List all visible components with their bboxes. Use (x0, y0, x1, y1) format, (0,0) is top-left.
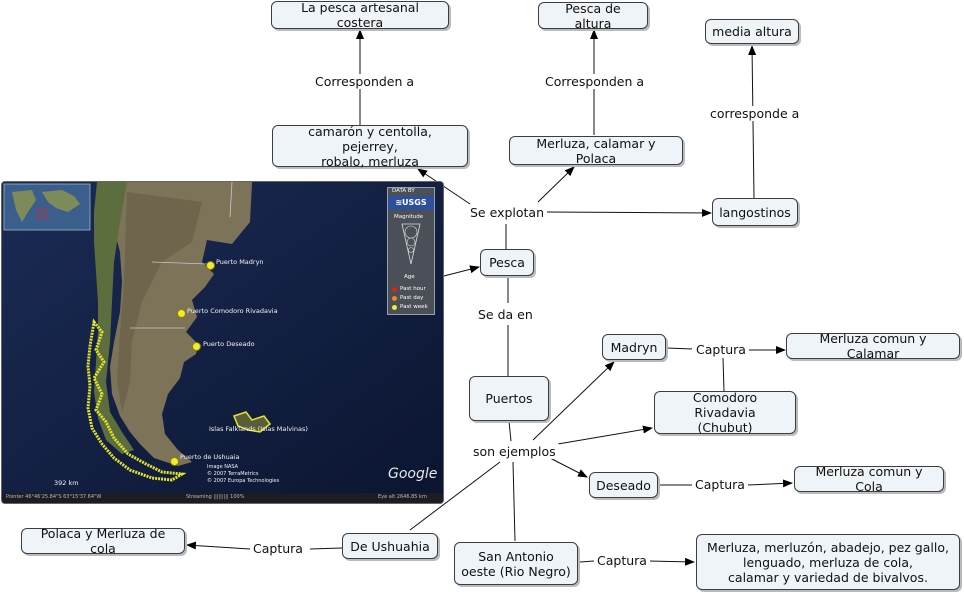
usgs-data-by: DATA BY (392, 188, 415, 194)
pin-ushuaia (170, 457, 179, 466)
node-merluza-comun-cola[interactable]: Merluza comun y Cola (794, 464, 944, 494)
link-son-ejemplos: son ejemplos (470, 444, 559, 459)
map-label-comodoro: Puerto Comodoro Rivadavia (187, 307, 278, 315)
pin-comodoro (177, 309, 186, 318)
edge-madryn-captura (666, 347, 693, 350)
edge-captura-variedad (647, 557, 695, 566)
map-label-madryn: Puerto Madryn (216, 258, 264, 266)
node-polaca-merluza-cola[interactable]: Polaca y Merluza de cola (21, 526, 185, 556)
link-se-da-en: Se da en (475, 307, 536, 322)
node-langostinos[interactable]: langostinos (712, 198, 798, 226)
node-merluza-calamar-polaca[interactable]: Merluza, calamar y Polaca (509, 136, 683, 166)
usgs-logo: ≋USGS (388, 196, 434, 210)
map-label-ushuaia: Puerto de Ushuaia (180, 453, 240, 461)
edge-corresponde (748, 45, 757, 199)
node-puertos[interactable]: Puertos (469, 376, 549, 421)
edge-to-merluza-calamar-polaca (537, 166, 575, 203)
edge-captura-polaca (186, 541, 251, 550)
node-pesca-artesanal[interactable]: La pesca artesanal costera (271, 0, 449, 30)
node-comodoro[interactable]: Comodoro Rivadavia (Chubut) (654, 390, 796, 435)
satellite-map-patagonia: Puerto Madryn Puerto Comodoro Rivadavia … (1, 181, 444, 504)
link-corresponde: corresponde a (707, 106, 803, 121)
pin-deseado (192, 342, 201, 351)
usgs-age: Age (404, 274, 415, 280)
node-pesca[interactable]: Pesca (480, 249, 534, 276)
legend-dot-week (392, 305, 397, 310)
edge-puertos-son-ejemplos (508, 420, 512, 442)
status-eye-alt: Eye alt 2646.85 km (378, 494, 427, 500)
legend-past-week: Past week (400, 304, 428, 310)
google-logo: Google (388, 466, 438, 482)
edge-comodoro-captura (722, 357, 725, 392)
link-captura-deseado: Captura (692, 477, 748, 492)
edge-captura-merluza-comun-cola (747, 479, 793, 488)
edge-to-comodoro (557, 425, 653, 445)
link-se-explotan: Se explotan (467, 205, 548, 220)
node-san-antonio[interactable]: San Antonio oeste (Rio Negro) (454, 542, 578, 585)
link-corresponden-1: Corresponden a (312, 74, 418, 89)
usgs-magnitude: Magnitude (394, 214, 424, 220)
link-captura-madryn: Captura (693, 342, 749, 357)
edge-san-antonio-captura (579, 560, 595, 563)
legend-dot-day (392, 296, 397, 301)
link-captura-ushuahia: Captura (250, 541, 306, 556)
legend-dot-hour (392, 287, 397, 292)
node-madryn[interactable]: Madryn (602, 334, 666, 360)
status-streaming: Streaming ||||||||| 100% (186, 494, 245, 500)
usgs-legend: DATA BY ≋USGS Magnitude Age Past hour Pa… (387, 187, 435, 315)
node-ushuahia[interactable]: De Ushuahia (342, 533, 438, 559)
node-variedad[interactable]: Merluza, merluzón, abadejo, pez gallo, l… (696, 534, 960, 590)
edge-ushuahia-captura (309, 547, 343, 550)
map-label-malvinas: Islas Falklands (Islas Malvinas) (209, 425, 308, 433)
pin-madryn (206, 261, 215, 270)
node-media-altura[interactable]: media altura (705, 19, 799, 44)
node-pesca-altura[interactable]: Pesca de altura (538, 1, 648, 31)
legend-past-day: Past day (400, 295, 424, 301)
map-scale: 392 km (54, 479, 79, 487)
edge-to-san-antonio (512, 461, 516, 542)
status-pointer: Pointer 46°46'25.84"S 63°15'37.64"W (6, 494, 102, 500)
map-credits: Image NASA © 2007 TerraMetrics © 2007 Eu… (207, 464, 280, 484)
legend-past-hour: Past hour (400, 286, 426, 292)
magnitude-scale-icon (401, 223, 421, 265)
link-corresponden-2: Corresponden a (542, 74, 648, 89)
node-merluza-comun-calamar[interactable]: Merluza comun y Calamar (786, 331, 960, 361)
map-label-deseado: Puerto Deseado (203, 340, 255, 348)
link-captura-san-antonio: Captura (594, 553, 650, 568)
edge-to-deseado (549, 457, 588, 478)
edge-map-to-pesca (443, 265, 480, 277)
edge-to-langostinos (545, 208, 712, 217)
node-deseado[interactable]: Deseado (589, 472, 658, 498)
node-camaron[interactable]: camarón y centolla, pejerrey, robalo, me… (272, 124, 468, 169)
